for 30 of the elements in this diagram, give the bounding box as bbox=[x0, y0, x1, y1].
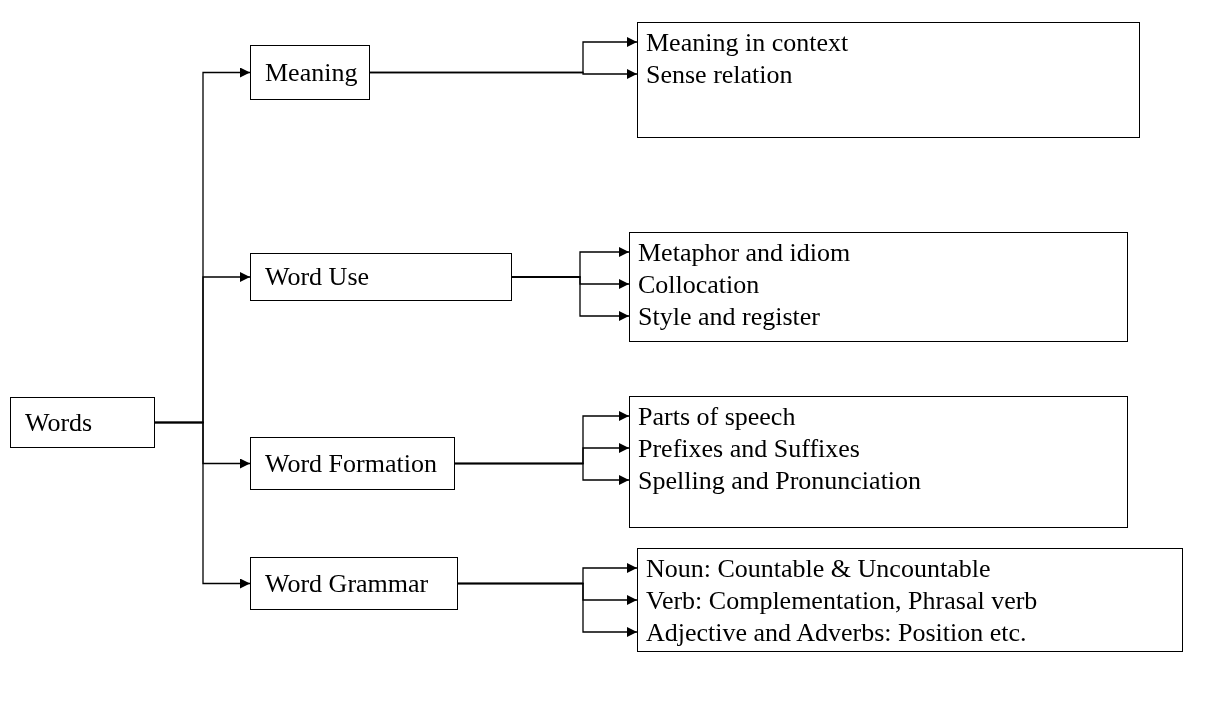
group-box bbox=[637, 548, 1183, 652]
list-item-text: Spelling and Pronunciation bbox=[638, 468, 922, 494]
topic-label: Meaning bbox=[265, 59, 358, 86]
connector-arrow bbox=[457, 582, 638, 637]
group-box bbox=[629, 232, 1128, 342]
group-box bbox=[637, 22, 1140, 138]
list-item-text: Style and register bbox=[638, 304, 820, 330]
connector-arrow bbox=[454, 462, 630, 485]
list-item-text: Noun: Countable & Uncountable bbox=[646, 556, 991, 582]
list-item-text: Metaphor and idiom bbox=[638, 240, 851, 266]
topic-box bbox=[250, 45, 370, 100]
connector-arrow bbox=[154, 421, 251, 589]
topic-label: Word Use bbox=[265, 264, 370, 290]
list-item-text: Sense relation bbox=[646, 62, 793, 88]
connector-arrow bbox=[369, 69, 638, 79]
list-item-text: Meaning in context bbox=[646, 30, 849, 56]
list-item-text: Verb: Complementation, Phrasal verb bbox=[646, 588, 1038, 614]
topic-box bbox=[250, 253, 512, 301]
topic-label: Words bbox=[25, 409, 93, 436]
topic-box bbox=[250, 557, 458, 610]
list-item-text: Parts of speech bbox=[638, 404, 796, 430]
list-item-text: Collocation bbox=[638, 272, 760, 298]
connector-arrow bbox=[511, 276, 630, 321]
topic-label: Word Formation bbox=[265, 450, 437, 477]
list-item-text: Prefixes and Suffixes bbox=[638, 436, 860, 462]
topic-box bbox=[10, 397, 155, 448]
topic-label: Word Grammar bbox=[265, 570, 429, 597]
group-box bbox=[629, 396, 1128, 528]
list-item-text: Adjective and Adverbs: Position etc. bbox=[646, 620, 1027, 646]
topic-box bbox=[250, 437, 455, 490]
